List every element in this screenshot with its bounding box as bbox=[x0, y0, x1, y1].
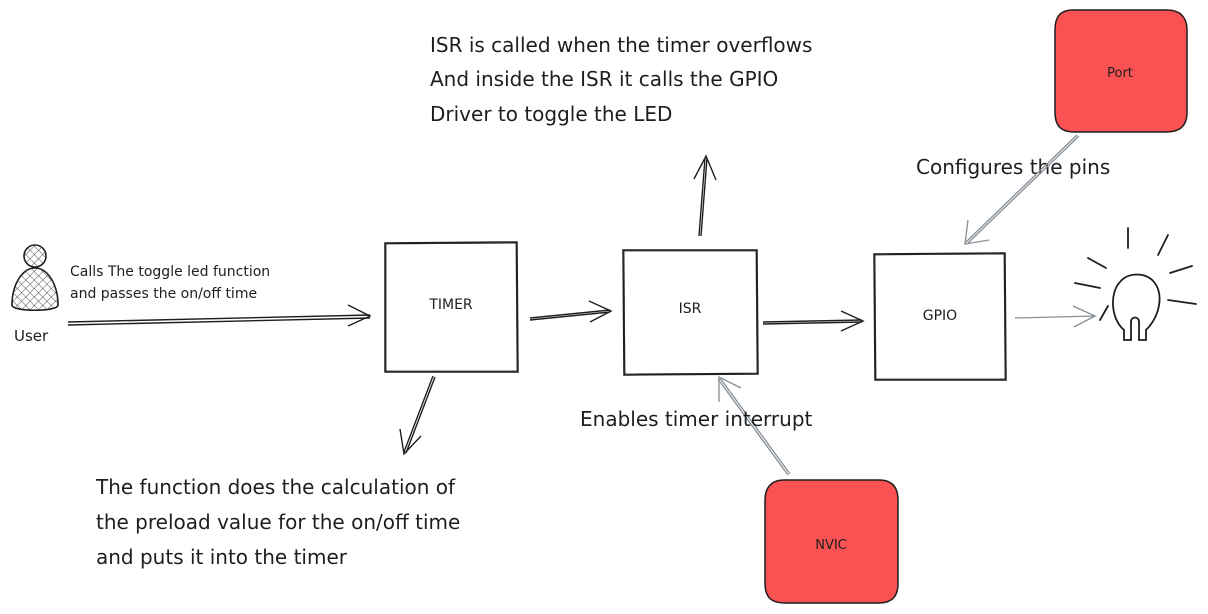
port-box[interactable] bbox=[1054, 9, 1188, 133]
gpio-label: GPIO bbox=[923, 308, 957, 324]
timer-note-line3: and puts it into the timer bbox=[96, 545, 348, 569]
isr-note-line2: And inside the ISR it calls the GPIO bbox=[430, 67, 778, 91]
light-bulb-icon bbox=[1074, 227, 1197, 341]
user-calls-text-line2: and passes the on/off time bbox=[70, 286, 257, 302]
port-label: Port bbox=[1107, 66, 1133, 81]
user-label: User bbox=[14, 327, 49, 345]
enables-interrupt-text: Enables timer interrupt bbox=[580, 407, 813, 431]
timer-label: TIMER bbox=[428, 297, 473, 313]
user-calls-text-line1: Calls The toggle led function bbox=[70, 264, 270, 280]
arrow-port-to-gpio bbox=[964, 134, 1080, 245]
arrow-timer-to-isr bbox=[529, 300, 613, 323]
configures-pins-text: Configures the pins bbox=[916, 155, 1110, 179]
isr-note-line1: ISR is called when the timer overflows bbox=[430, 33, 812, 57]
arrow-timer-to-note bbox=[399, 375, 436, 456]
user-icon bbox=[11, 244, 59, 312]
timer-box[interactable] bbox=[384, 241, 519, 373]
nvic-box[interactable] bbox=[764, 479, 899, 604]
arrow-user-to-timer bbox=[67, 304, 372, 327]
arrow-gpio-to-led bbox=[1014, 305, 1097, 328]
isr-label: ISR bbox=[679, 301, 702, 317]
isr-box[interactable] bbox=[622, 249, 759, 376]
nvic-label: NVIC bbox=[815, 538, 847, 553]
arrow-isr-to-gpio bbox=[762, 310, 865, 332]
arrow-isr-to-note bbox=[693, 154, 717, 237]
timer-note-line1: The function does the calculation of bbox=[95, 475, 456, 499]
gpio-box[interactable] bbox=[873, 252, 1007, 381]
isr-note-line3: Driver to toggle the LED bbox=[430, 102, 672, 126]
arrow-nvic-to-isr bbox=[717, 375, 791, 476]
timer-note-line2: the preload value for the on/off time bbox=[96, 510, 460, 534]
